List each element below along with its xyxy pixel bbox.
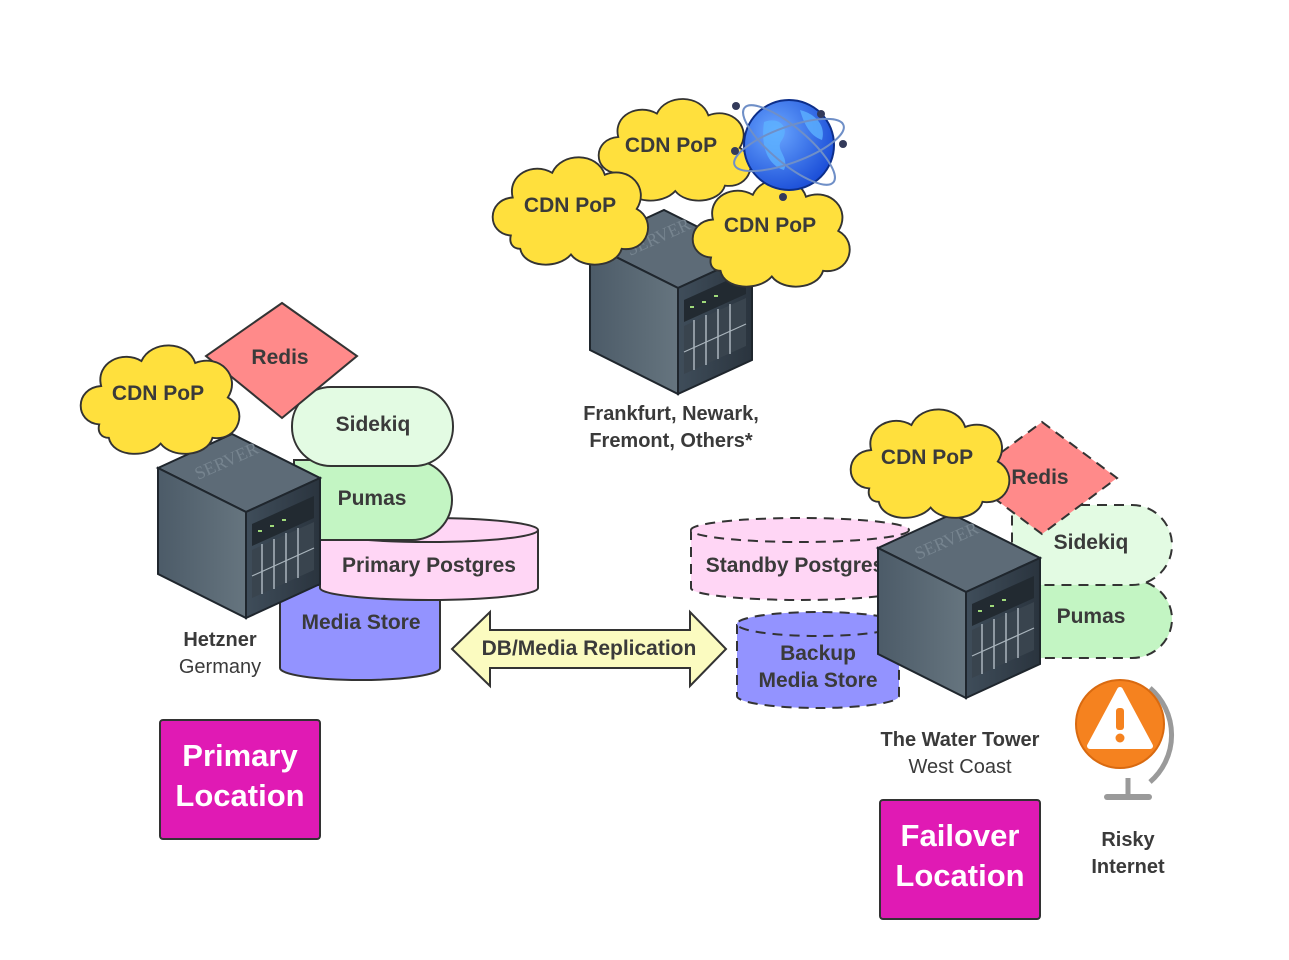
cdn-pop-label: CDN PoP	[724, 214, 816, 237]
redis-label: Redis	[251, 346, 308, 369]
failover-media-store: Backup Media Store	[736, 611, 900, 709]
redis-label: Redis	[1011, 466, 1068, 489]
pop-locations-line1: Frankfurt, Newark,	[583, 403, 759, 425]
sidekiq-label: Sidekiq	[1054, 531, 1129, 554]
primary-postgres-label: Primary Postgres	[342, 554, 516, 577]
replication-arrow: DB/Media Replication	[450, 609, 728, 689]
risky-internet-line2: Internet	[1091, 856, 1165, 878]
risky-internet-line1: Risky	[1101, 829, 1155, 851]
primary-media-store: Media Store	[279, 584, 441, 681]
failover-cdn-cloud: CDN PoP	[849, 408, 1011, 519]
cdn-cloud-left: CDN PoP	[491, 156, 649, 266]
pop-locations-line2: Fremont, Others*	[589, 430, 753, 452]
cdn-pop-label: CDN PoP	[625, 134, 717, 157]
cdn-cloud-right: CDN PoP	[691, 178, 851, 288]
primary-cdn-cloud: CDN PoP	[79, 344, 241, 455]
primary-badge-line2: Location	[175, 778, 304, 813]
primary-location-badge: Primary Location	[159, 719, 321, 840]
failover-badge-line2: Location	[895, 858, 1024, 893]
cdn-cloud-top: CDN PoP	[597, 98, 752, 202]
standby-postgres-label: Standby Postgres	[706, 554, 885, 577]
failover-site-region: West Coast	[909, 756, 1012, 778]
media-store-label: Media Store	[301, 611, 420, 634]
primary-badge-line1: Primary	[182, 738, 298, 773]
cdn-pop-label: CDN PoP	[524, 194, 616, 217]
pumas-label: Pumas	[1057, 605, 1126, 628]
warning-globe-icon	[1075, 679, 1174, 800]
primary-pumas: Pumas	[293, 459, 453, 541]
cdn-pop-label: CDN PoP	[881, 446, 973, 469]
failover-postgres: Standby Postgres	[690, 517, 910, 601]
replication-label: DB/Media Replication	[482, 637, 697, 660]
sidekiq-label: Sidekiq	[336, 413, 411, 436]
backup-media-line1: Backup	[780, 642, 856, 665]
primary-site-name: Hetzner	[183, 629, 257, 651]
primary-sidekiq: Sidekiq	[291, 386, 454, 467]
failover-location-badge: Failover Location	[879, 799, 1041, 920]
failover-site-name: The Water Tower	[881, 729, 1040, 751]
pumas-label: Pumas	[338, 487, 407, 510]
primary-redis: Redis	[204, 301, 359, 420]
backup-media-line2: Media Store	[758, 669, 877, 692]
failover-badge-line1: Failover	[901, 818, 1020, 853]
primary-site-region: Germany	[179, 656, 261, 678]
cdn-pop-label: CDN PoP	[112, 382, 204, 405]
globe-icon	[731, 99, 847, 201]
